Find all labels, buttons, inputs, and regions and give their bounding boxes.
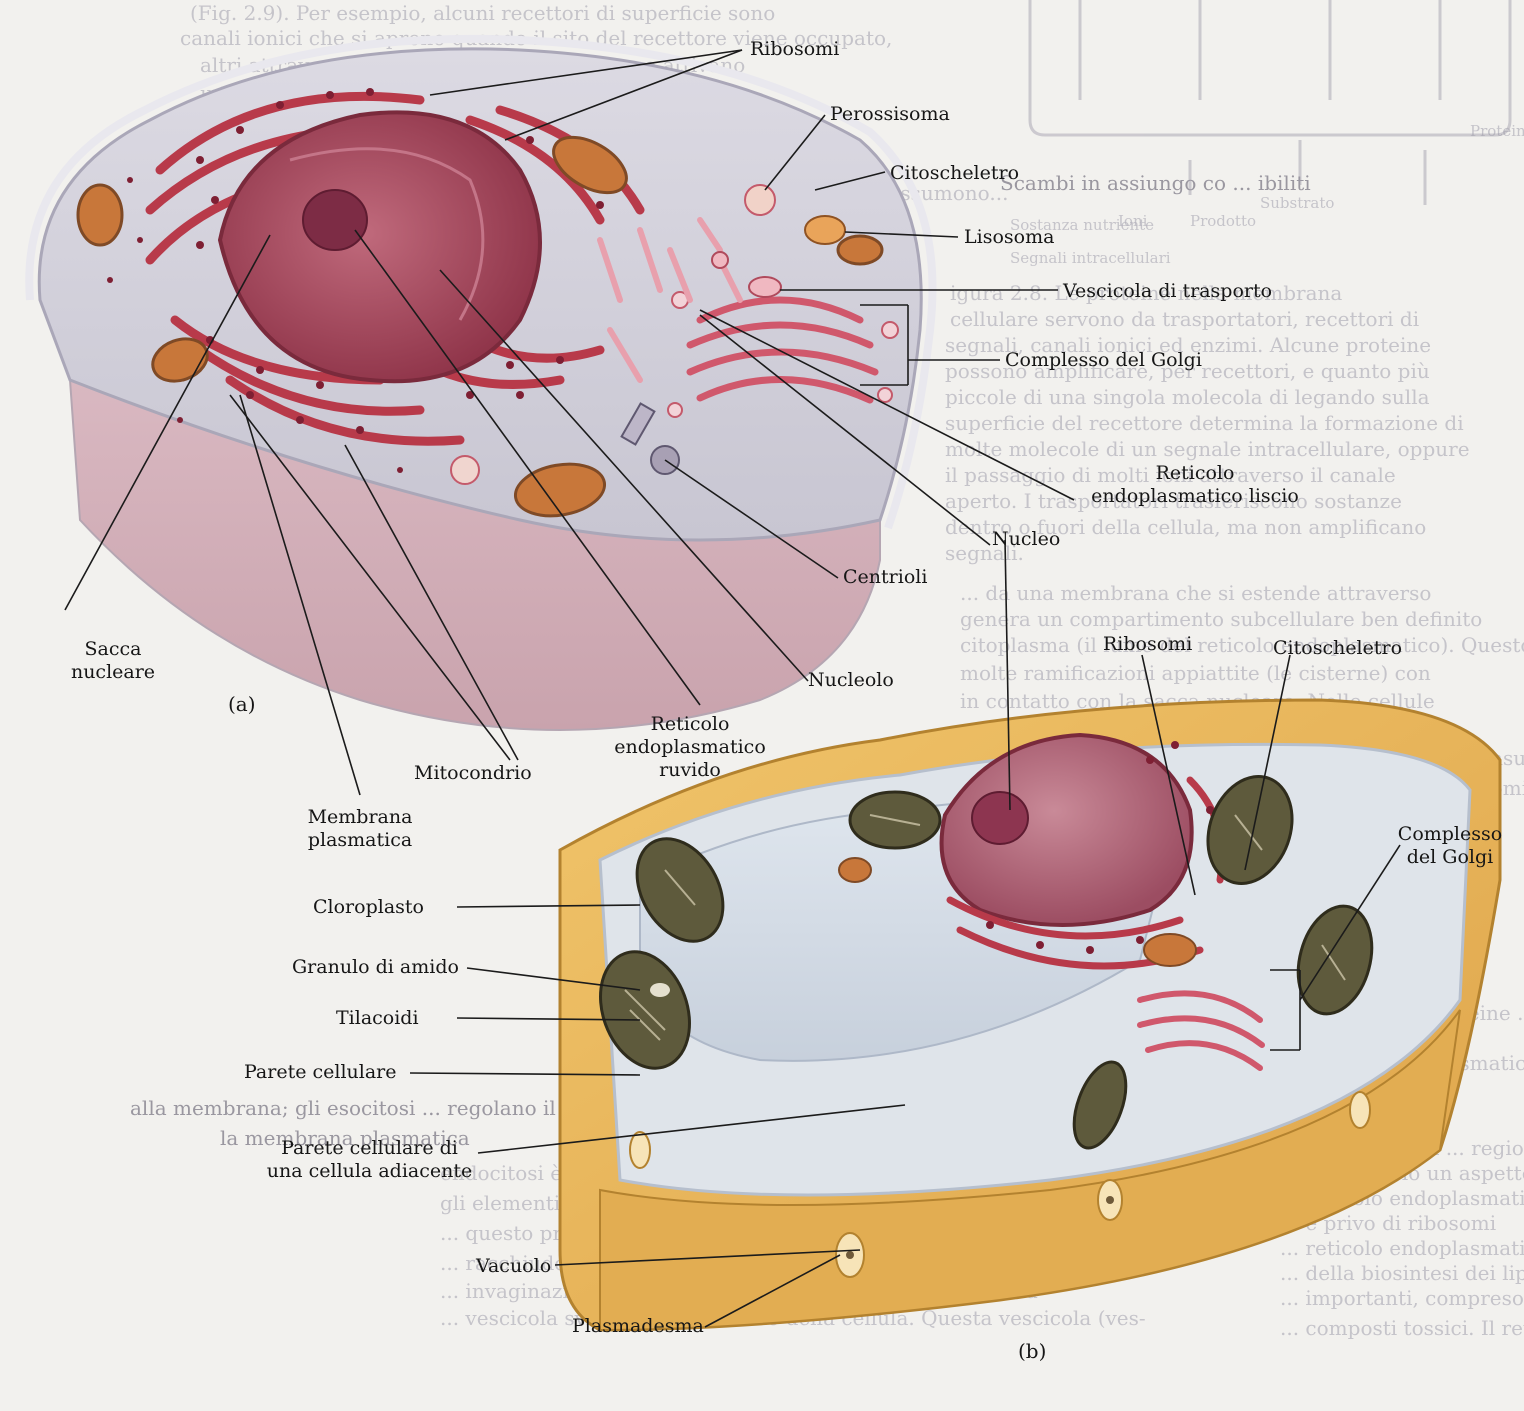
label-sacca: Sacca nucleare	[58, 638, 168, 684]
background-figure	[1030, 0, 1510, 205]
label-parete-adiacente-line2: una cellula adiacente	[262, 1160, 477, 1183]
label-vescicola: Vescicola di trasporto	[1063, 280, 1272, 303]
label-reticolo-liscio: Reticolo endoplasmatico liscio	[1080, 462, 1310, 508]
panel-a-letter: (a)	[228, 693, 256, 716]
lysosome	[805, 216, 845, 244]
label-golgi-b: Complesso del Golgi	[1390, 823, 1510, 869]
label-reticolo-ruvido-line3: ruvido	[605, 759, 775, 782]
label-mitocondrio: Mitocondrio	[414, 762, 532, 785]
label-vacuolo: Vacuolo	[476, 1255, 551, 1278]
label-lisosoma: Lisosoma	[964, 226, 1054, 249]
label-nucleo-a: Nucleo	[992, 528, 1060, 551]
label-golgi-b-line2: del Golgi	[1390, 846, 1510, 869]
label-sacca-line2: nucleare	[58, 661, 168, 684]
label-parete-adiacente: Parete cellulare di una cellula adiacent…	[262, 1137, 477, 1183]
transport-vesicle	[749, 277, 781, 297]
label-citoscheletro-b: Citoscheletro	[1273, 637, 1402, 660]
label-parete: Parete cellulare	[244, 1061, 397, 1084]
animal-cell	[29, 39, 932, 835]
label-membrana-line2: plasmatica	[290, 829, 430, 852]
label-membrana: Membrana plasmatica	[290, 806, 430, 852]
label-ribosomi-a: Ribosomi	[750, 38, 839, 61]
label-golgi-b-line1: Complesso	[1390, 823, 1510, 846]
label-reticolo-liscio-line2: endoplasmatico liscio	[1080, 485, 1310, 508]
starch-granule	[650, 983, 670, 997]
label-amido: Granulo di amido	[292, 956, 459, 979]
label-golgi-a: Complesso del Golgi	[1005, 349, 1202, 372]
label-parete-adiacente-line1: Parete cellulare di	[262, 1137, 477, 1160]
label-sacca-line1: Sacca	[58, 638, 168, 661]
label-reticolo-ruvido-line2: endoplasmatico	[605, 736, 775, 759]
label-nucleolo: Nucleolo	[808, 669, 894, 692]
label-tilacoidi: Tilacoidi	[336, 1007, 419, 1030]
label-cloroplasto: Cloroplasto	[313, 896, 424, 919]
panel-b-letter: (b)	[1018, 1340, 1046, 1363]
label-ribosomi-b: Ribosomi	[1103, 633, 1192, 656]
label-reticolo-ruvido: Reticolo endoplasmatico ruvido	[605, 713, 775, 782]
peroxisome	[745, 185, 775, 215]
label-plasmadesma: Plasmadesma	[572, 1315, 704, 1338]
label-citoscheletro-a: Citoscheletro	[890, 162, 1019, 185]
label-reticolo-liscio-line1: Reticolo	[1080, 462, 1310, 485]
label-reticolo-ruvido-line1: Reticolo	[605, 713, 775, 736]
label-perossisoma: Perossisoma	[830, 103, 950, 126]
label-membrana-line1: Membrana	[290, 806, 430, 829]
label-centrioli: Centrioli	[843, 566, 927, 589]
plant-cell	[560, 700, 1500, 1330]
nucleolus	[303, 190, 367, 250]
